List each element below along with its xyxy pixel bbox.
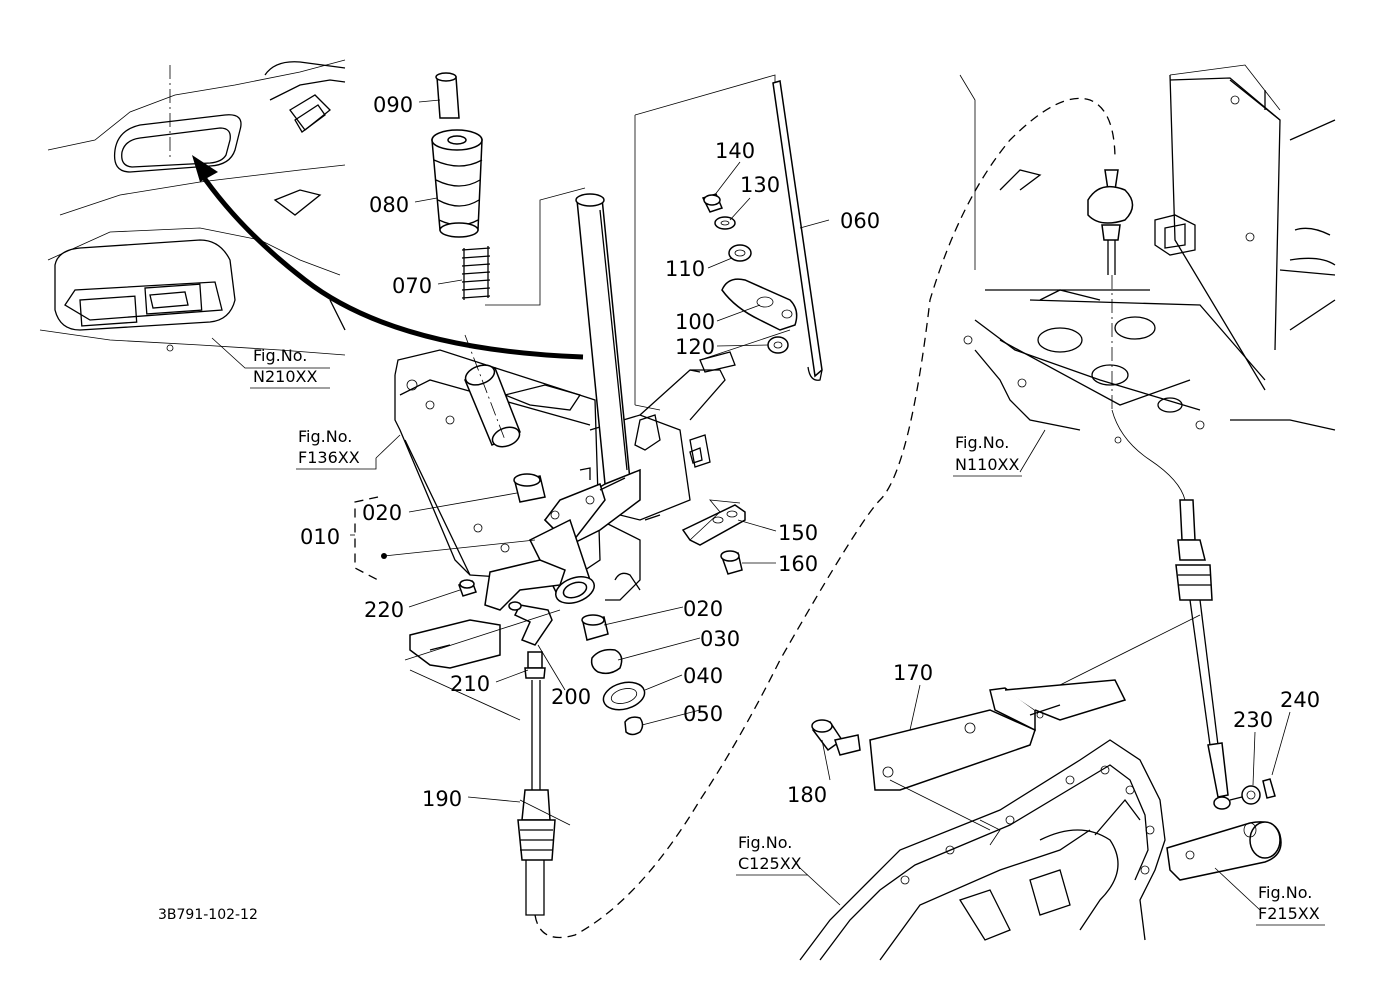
fig-ref-n210-caption: Fig.No. [253, 346, 307, 365]
label-180: 180 [787, 783, 827, 807]
label-200: 200 [551, 685, 591, 709]
fig-ref-n110-code: N110XX [955, 455, 1019, 474]
knob-parts [431, 72, 491, 300]
label-100: 100 [675, 310, 715, 334]
transmission-case-drawing [799, 739, 1166, 961]
bushing-parts [513, 473, 646, 736]
label-140: 140 [715, 139, 755, 163]
console-panel-drawing [39, 59, 346, 356]
label-010: 010 [300, 525, 340, 549]
drawing-id: 3B791-102-12 [158, 907, 258, 923]
plate-150-drawing [681, 499, 746, 575]
cable-route-line [534, 97, 1116, 939]
label-020-lower: 020 [683, 597, 723, 621]
fig-ref-n210-code: N210XX [253, 367, 317, 386]
fig-ref-f215-code: F215XX [1258, 904, 1320, 923]
label-080: 080 [369, 193, 409, 217]
small-parts-group [701, 193, 798, 354]
label-170: 170 [893, 661, 933, 685]
fig-ref-f215-caption: Fig.No. [1258, 883, 1312, 902]
label-130: 130 [740, 173, 780, 197]
bolt-180-drawing [811, 719, 861, 756]
label-090: 090 [373, 93, 413, 117]
label-060: 060 [840, 209, 880, 233]
rod-drawing [634, 74, 823, 411]
label-110: 110 [665, 257, 705, 281]
fig-ref-c125-code: C125XX [738, 854, 802, 873]
pin-drawing [464, 334, 521, 448]
housing-drawing [959, 64, 1336, 444]
fig-ref-n110-caption: Fig.No. [955, 433, 1009, 452]
part-number-labels: 090 080 070 140 130 060 110 100 120 020 … [300, 93, 1320, 811]
cable-boot [1087, 169, 1134, 410]
fig-ref-f136-caption: Fig.No. [298, 427, 352, 446]
linkage-parts [404, 579, 561, 679]
shift-lever [484, 193, 641, 611]
label-020-upper: 020 [362, 501, 402, 525]
label-040: 040 [683, 664, 723, 688]
leader-lines [211, 99, 1291, 911]
label-210: 210 [450, 672, 490, 696]
fig-ref-c125-caption: Fig.No. [738, 833, 792, 852]
cable-190-drawing [409, 669, 571, 916]
label-070: 070 [392, 274, 432, 298]
label-220: 220 [364, 598, 404, 622]
figure-references: Fig.No. N210XX Fig.No. F136XX Fig.No. N1… [250, 346, 1325, 926]
knob-callout-frame [485, 187, 586, 306]
label-050: 050 [683, 702, 723, 726]
bracket-170-drawing [869, 679, 1127, 831]
fig-ref-f136-code: F136XX [298, 448, 360, 467]
label-190: 190 [422, 787, 462, 811]
cable-right-drawing [1029, 409, 1276, 810]
label-030: 030 [700, 627, 740, 651]
label-120: 120 [675, 335, 715, 359]
label-240: 240 [1280, 688, 1320, 712]
arm-drawing [1166, 821, 1282, 881]
detail-arrow [192, 155, 584, 360]
label-150: 150 [778, 521, 818, 545]
assembly-bracket-010 [350, 496, 387, 581]
label-160: 160 [778, 552, 818, 576]
label-230: 230 [1233, 708, 1273, 732]
